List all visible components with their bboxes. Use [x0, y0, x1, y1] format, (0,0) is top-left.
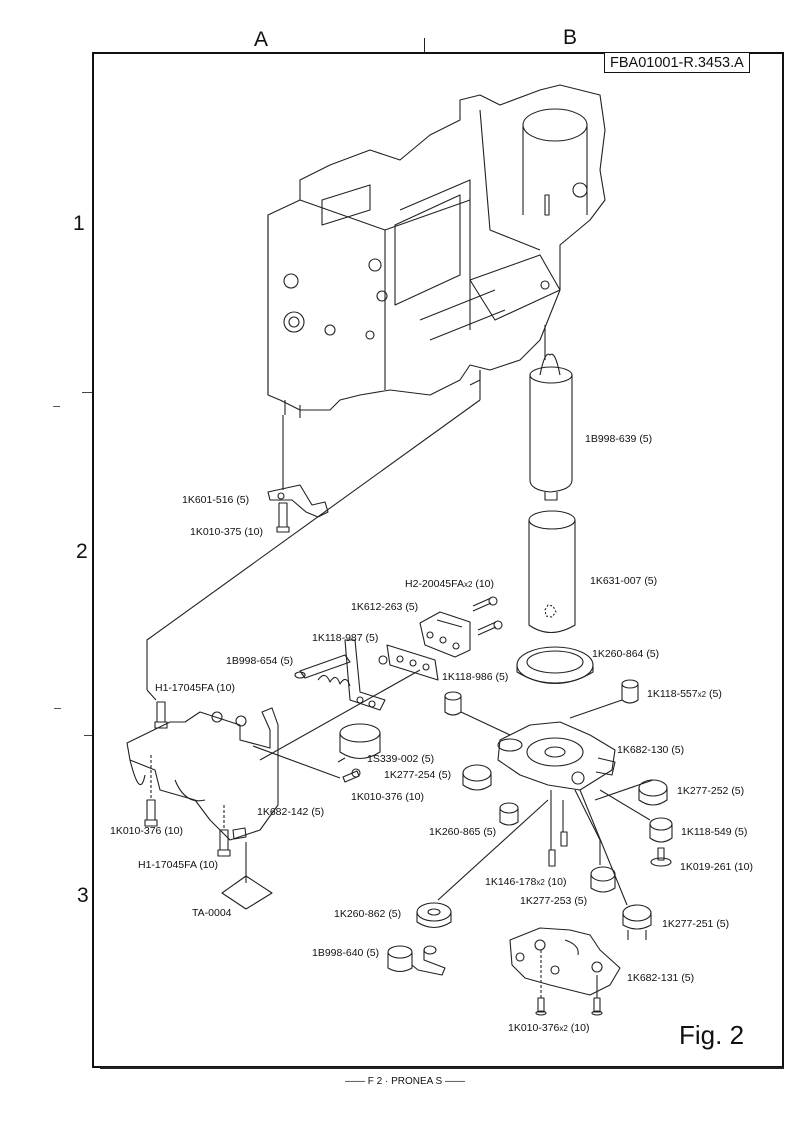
part-label-1k631-007: 1K631-007 (5): [590, 575, 658, 587]
part-label-1k277-251: 1K277-251 (5): [662, 918, 730, 930]
screws-h2-20045fa: [472, 596, 503, 636]
spacer-1k118-986: [386, 644, 439, 681]
part-label-1k146-178: 1K146-178x2 (10): [485, 876, 567, 888]
screws-1k146-178: [548, 790, 568, 867]
part-label-1k118-986: 1K118-986 (5): [442, 671, 509, 683]
gear-1k277-253: [590, 866, 616, 893]
part-label-1b998-639: 1B998-639 (5): [585, 433, 653, 445]
motor-1b998-639: [529, 353, 573, 501]
screw-1k010-376-mid: [252, 745, 361, 783]
part-label-1k601-516: 1K601-516 (5): [182, 494, 250, 506]
screw-1k010-376-left: [144, 755, 158, 827]
gear-1k277-254: [462, 764, 492, 791]
gear-1k277-251: [622, 904, 652, 940]
row-label-3: 3: [77, 884, 89, 907]
main-body-chassis: [267, 84, 606, 418]
screw-1k010-375: [276, 502, 290, 533]
part-label-ta-0004: TA-0004: [192, 907, 232, 919]
document-reference: FBA01001-R.3453.A: [604, 52, 750, 73]
screws-1k010-376-bottom: [535, 950, 603, 1016]
part-label-1k010-376-x2: 1K010-376x2 (10): [508, 1022, 590, 1034]
punch-mark: [54, 708, 61, 709]
bushing-1k118-549: [649, 817, 673, 843]
gear-1k260-865: [499, 802, 519, 826]
row-divider-tick: [82, 392, 92, 393]
part-label-1k010-376-mid: 1K010-376 (10): [351, 791, 424, 803]
screw-1k019-261: [650, 847, 672, 867]
ring-gear-1k260-864: [516, 646, 594, 685]
screw-h1-17045fa-lower: [217, 805, 231, 857]
part-label-1k682-131: 1K682-131 (5): [627, 972, 695, 984]
part-label-h2-20045fa: H2-20045FAx2 (10): [405, 578, 495, 590]
punch-mark: [53, 406, 60, 407]
part-label-h1-17045fa-lower: H1-17045FA (10): [138, 859, 218, 871]
part-label-1k118-557: 1K118-557x2 (5): [647, 688, 722, 700]
spring-assembly-1b998-654: [294, 639, 386, 711]
part-label-1b998-640: 1B998-640 (5): [312, 947, 380, 959]
plate-1k612-263: [419, 611, 471, 658]
part-label-1k682-130: 1K682-130 (5): [617, 744, 685, 756]
figure-label: Fig. 2: [679, 1020, 745, 1050]
bracket-1k682-142: [126, 707, 279, 841]
tape-ta-0004: [221, 842, 273, 910]
part-label-1s339-002: 1S339-002 (5): [367, 753, 435, 765]
part-label-1k682-142: 1K682-142 (5): [257, 806, 325, 818]
washer-1k118-987: [378, 655, 388, 665]
base-plate-1k682-130: [497, 721, 616, 791]
part-label-1k277-254: 1K277-254 (5): [384, 769, 452, 781]
row-label-2: 2: [76, 540, 88, 563]
bushing-1k118-557: [444, 679, 639, 716]
bracket-1k601-516: [267, 484, 329, 518]
capacitor-1s339-002: [337, 723, 381, 763]
part-label-1k118-987: 1K118-987 (5): [312, 632, 379, 644]
row-label-1: 1: [73, 212, 85, 235]
part-label-1k260-865: 1K260-865 (5): [429, 826, 497, 838]
part-label-1k010-376-left: 1K010-376 (10): [110, 825, 183, 837]
lever-gear-1b998-640: [387, 945, 446, 976]
row-divider-tick: [84, 735, 94, 736]
screw-h1-17045fa-upper: [146, 689, 168, 729]
part-label-1k019-261: 1K019-261 (10): [680, 861, 753, 873]
part-label-1k612-263: 1K612-263 (5): [351, 601, 419, 613]
part-label-h1-17045fa-upper: H1-17045FA (10): [155, 682, 235, 694]
part-label-1k118-549: 1K118-549 (5): [681, 826, 748, 838]
tube-1k631-007: [528, 510, 576, 634]
part-label-1k010-375: 1K010-375 (10): [190, 526, 263, 538]
column-label-b: B: [563, 26, 578, 49]
column-label-a: A: [254, 28, 269, 51]
lower-plate-1k682-131: [509, 927, 621, 996]
page-footer: —— F 2 · PRONEA S ——: [344, 1076, 466, 1087]
part-label-1k260-864: 1K260-864 (5): [592, 648, 660, 660]
part-label-1b998-654: 1B998-654 (5): [226, 655, 294, 667]
part-label-1k277-252: 1K277-252 (5): [677, 785, 745, 797]
column-divider-tick: [424, 38, 425, 52]
part-label-1k277-253: 1K277-253 (5): [520, 895, 588, 907]
part-label-1k260-862: 1K260-862 (5): [334, 908, 402, 920]
gear-1k260-862: [416, 902, 452, 929]
